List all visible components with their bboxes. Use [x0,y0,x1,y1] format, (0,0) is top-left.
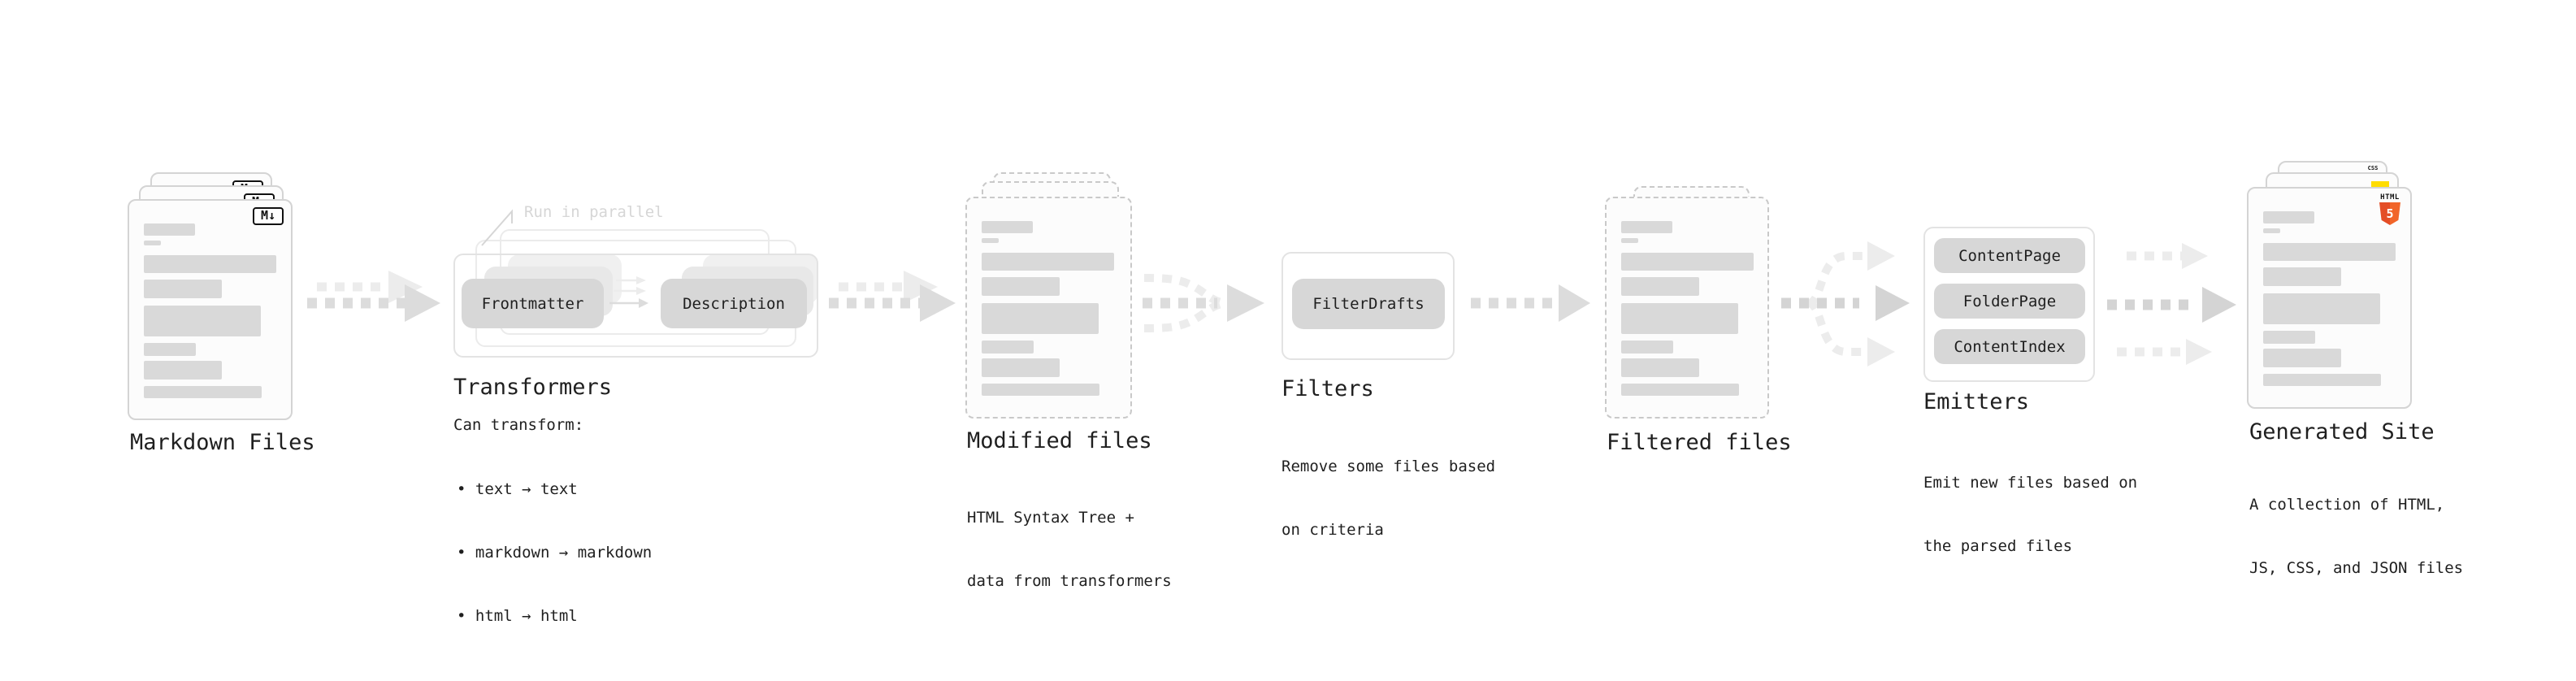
doc-content-placeholder [1607,198,1767,396]
pill-contentindex: ContentIndex [1934,329,2085,364]
stage-label-transformers: Transformers [453,375,613,400]
arrow-emitters-to-generated [2107,243,2236,365]
transformer-layer-front [453,254,818,358]
desc-line: A collection of HTML, [2249,496,2445,514]
desc-line: Remove some files based [1281,458,1496,475]
pill-description: Description [661,279,807,328]
bullet-item: • text → text [457,480,578,498]
generated-site-desc: A collection of HTML, JS, CSS, and JSON … [2249,452,2463,621]
html5-icon-label: HTML [2380,193,2400,202]
callout-line [481,209,513,246]
stage-label-generated-site: Generated Site [2249,419,2435,445]
arrow-transformers-to-modified [829,271,956,322]
stage-label-filters: Filters [1281,376,1374,401]
transformers-desc-title: Can transform: [453,416,584,434]
filters-desc: Remove some files based on criteria [1281,414,1495,583]
stage-label-emitters: Emitters [1923,389,2030,414]
doc-content-placeholder [129,201,291,398]
stage-label-filtered-files: Filtered files [1607,430,1792,455]
parallel-arrows-icon [609,276,648,308]
arrow-filters-to-filtered [1471,284,1590,322]
stage-label-markdown-files: Markdown Files [130,430,315,455]
js-icon [2371,181,2389,189]
doc-content-placeholder [2249,189,2410,386]
pill-folderpage: FolderPage [1934,284,2085,319]
arrow-modified-to-filters-merge [1143,274,1264,332]
bullet-item: • html → html [457,607,578,625]
markdown-doc-front: M↓ [128,199,293,420]
arrow-markdown-to-transformers [307,271,440,322]
css-icon-label: CSS [2367,165,2379,171]
pill-contentpage: ContentPage [1934,238,2085,273]
html5-shield: 5 [2379,202,2400,225]
arrow-filtered-to-emitters-split [1781,241,1910,367]
modified-files-desc: HTML Syntax Tree + data from transformer… [967,465,1172,634]
transformers-bullet-list: • text → text • markdown → markdown • ht… [457,436,652,669]
markdown-icon: M↓ [253,207,284,225]
doc-content-placeholder [967,198,1130,396]
html5-icon: HTML 5 [2379,193,2401,225]
desc-line: data from transformers [967,572,1172,590]
desc-line: JS, CSS, and JSON files [2249,559,2464,577]
desc-line: HTML Syntax Tree + [967,509,1134,527]
pill-filterdrafts: FilterDrafts [1292,279,1445,329]
filtered-doc-front [1605,197,1769,419]
modified-doc-front [965,197,1132,419]
emitters-desc: Emit new files based on the parsed files [1923,430,2137,599]
desc-line: on criteria [1281,521,1384,539]
desc-line: Emit new files based on [1923,474,2138,492]
desc-line: the parsed files [1923,537,2073,555]
generated-doc-html: HTML 5 [2247,187,2412,409]
bullet-item: • markdown → markdown [457,544,653,562]
stage-label-modified-files: Modified files [967,428,1152,453]
pill-frontmatter: Frontmatter [462,279,604,328]
run-in-parallel-annotation: Run in parallel [524,203,664,221]
